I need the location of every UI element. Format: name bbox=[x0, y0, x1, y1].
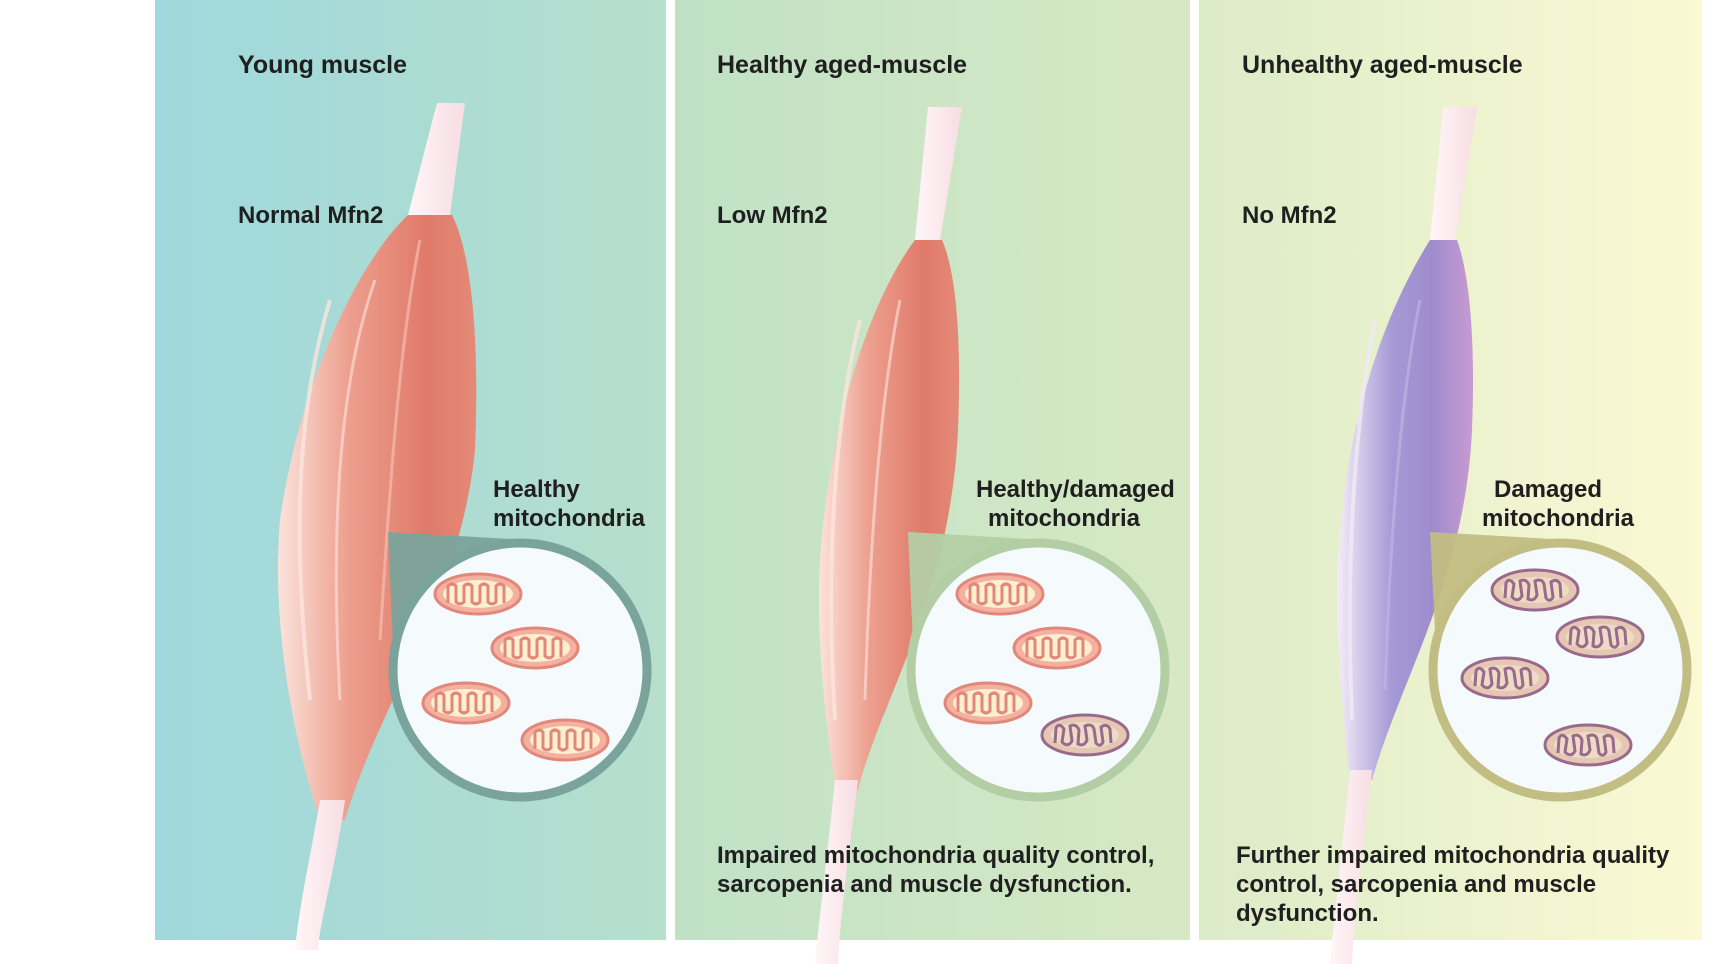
mitochondrion-damaged bbox=[1460, 656, 1550, 700]
mfn2-level-label: Low Mfn2 bbox=[717, 202, 828, 229]
panel-title: Healthy aged-muscle bbox=[717, 51, 968, 79]
mitochondria-label-line1: Healthy bbox=[493, 476, 580, 503]
mitochondrion-damaged bbox=[1040, 713, 1130, 757]
mitochondrion-healthy bbox=[1012, 626, 1102, 670]
mitochondrion-healthy bbox=[490, 626, 580, 670]
outcome-text-line2: control, sarcopenia and muscle bbox=[1236, 871, 1597, 898]
panel-title: Young muscle bbox=[238, 51, 408, 79]
mitochondria-magnifier-healthy-aged bbox=[906, 532, 1170, 802]
mitochondria-label-line2: mitochondria bbox=[988, 505, 1141, 532]
mitochondrion-healthy bbox=[421, 681, 511, 725]
mitochondria-magnifier-unhealthy-aged bbox=[1428, 532, 1692, 802]
mitochondrion-damaged bbox=[1555, 615, 1645, 659]
mfn2-level-label: No Mfn2 bbox=[1242, 202, 1337, 229]
outcome-text-line3: dysfunction. bbox=[1236, 900, 1379, 927]
muscle-illustration-young bbox=[278, 103, 477, 950]
mitochondria-magnifier-young bbox=[388, 532, 652, 802]
mitochondrion-healthy bbox=[433, 572, 523, 616]
mitochondria-label-line2: mitochondria bbox=[493, 505, 646, 532]
panel-title: Unhealthy aged-muscle bbox=[1242, 51, 1523, 79]
mitochondrion-healthy bbox=[955, 572, 1045, 616]
outcome-text-line2: sarcopenia and muscle dysfunction. bbox=[717, 871, 1132, 898]
mfn2-level-label: Normal Mfn2 bbox=[238, 202, 384, 229]
mitochondria-label-line2: mitochondria bbox=[1482, 505, 1635, 532]
panel-divider bbox=[1190, 48, 1199, 940]
mitochondria-label-line1: Damaged bbox=[1494, 476, 1603, 503]
mitochondrion-healthy bbox=[520, 718, 610, 762]
mitochondrion-damaged bbox=[1490, 568, 1580, 612]
outcome-text-line1: Further impaired mitochondria quality bbox=[1236, 842, 1670, 869]
muscle-illustration-unhealthy-aged bbox=[1330, 107, 1477, 964]
mitochondria-label-line1: Healthy/damaged bbox=[976, 476, 1175, 503]
mitochondrion-healthy bbox=[943, 681, 1033, 725]
mitochondrion-damaged bbox=[1543, 723, 1633, 767]
muscle-illustration-healthy-aged bbox=[815, 107, 962, 964]
outcome-text-line1: Impaired mitochondria quality control, bbox=[717, 842, 1155, 869]
panel-divider bbox=[666, 48, 675, 940]
